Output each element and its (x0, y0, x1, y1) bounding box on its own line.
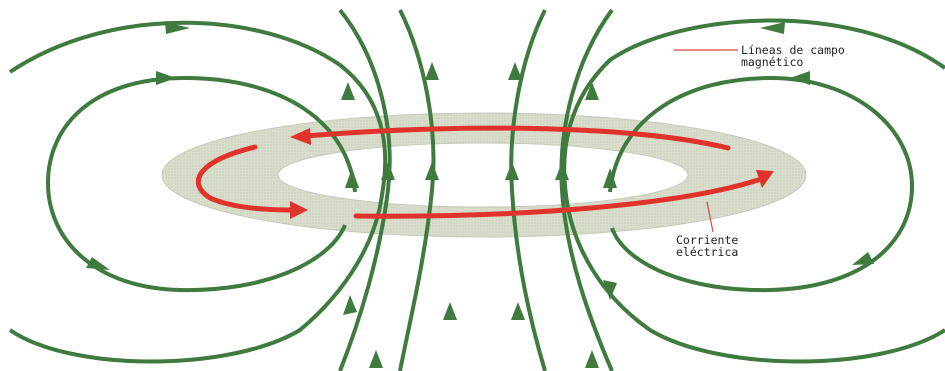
field-lines-label-line-2: magnético (741, 56, 845, 68)
field-line-center-2 (400, 10, 433, 371)
field-arrow-left-outer-bottom (343, 295, 357, 315)
field-arrow-center-1-bottom (369, 350, 383, 368)
current-label-line-2: eléctrica (676, 246, 738, 258)
current-label: Corriente eléctrica (676, 234, 738, 258)
field-arrow-left-inner-up (345, 168, 359, 188)
field-arrow-right-inner-top (790, 71, 810, 85)
field-arrow-center-2-mid (425, 162, 439, 180)
field-arrow-center-4-mid (555, 162, 569, 180)
field-arrow-right-inner-bottom (852, 252, 874, 265)
field-arrow-left-inner-top (156, 71, 176, 85)
field-arrow-center-3-mid (505, 162, 519, 180)
field-arrow-center-4-bottom (585, 350, 599, 368)
field-arrow-center-2-bottom (443, 302, 457, 320)
field-arrow-center-3-top (508, 62, 522, 80)
field-arrow-left-inner-bottom (86, 257, 110, 270)
field-arrow-right-outer-top (760, 22, 785, 34)
field-lines-label: Líneas de campo magnético (741, 44, 845, 68)
field-arrow-center-1-top (341, 82, 355, 100)
field-arrow-center-2-top (425, 62, 439, 80)
field-arrow-center-3-bottom (511, 302, 525, 320)
current-loop-ring (162, 113, 806, 237)
